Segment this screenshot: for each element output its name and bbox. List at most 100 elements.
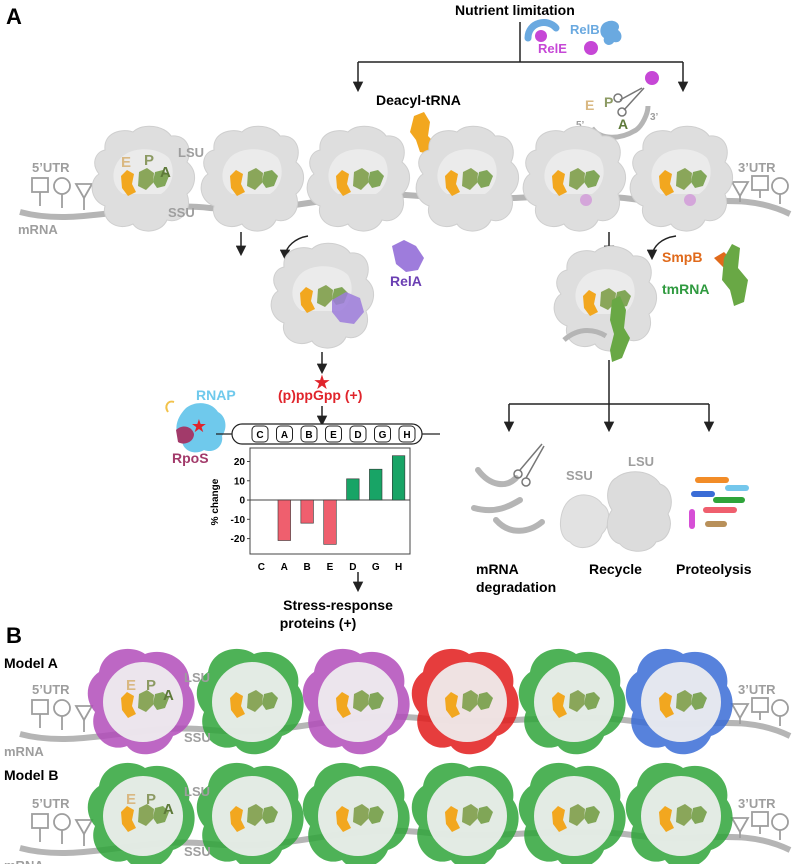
ribosome-1	[87, 648, 195, 755]
x-tick-label-A: A	[281, 562, 288, 573]
utr5-label: 5’UTR	[32, 160, 70, 175]
mrna-label: mRNA	[4, 858, 44, 864]
rnap-label: RNAP	[196, 387, 236, 403]
inset-e-site: E	[585, 97, 594, 113]
utr5-label: 5’UTR	[32, 682, 70, 697]
inset-5prime: 5’	[576, 120, 585, 131]
model-b-label: Model B	[4, 767, 58, 783]
ribosome-6	[625, 648, 733, 755]
mrna-degradation-line2: degradation	[476, 579, 556, 595]
smpb-label: SmpB	[662, 249, 702, 265]
relb-rele-complex-icon	[524, 19, 622, 55]
utr5-label: 5’UTR	[32, 796, 70, 811]
nutrient-limitation-label: Nutrient limitation	[455, 2, 575, 18]
bar-H	[391, 455, 406, 501]
y-tick-label: 10	[234, 476, 246, 487]
ribosome-2	[196, 648, 304, 755]
ribosome-4	[415, 125, 520, 232]
utr3-structures	[730, 811, 789, 840]
ribosome-6	[625, 762, 733, 864]
ribosome-2	[200, 125, 305, 232]
lsu-label: LSU	[178, 145, 204, 160]
ssu-label: SSU	[184, 844, 211, 859]
stress-label-line1: Stress-response	[283, 597, 393, 613]
tmrna-bound-icon	[610, 296, 630, 362]
rele-in-ribosome-6	[684, 194, 696, 206]
tmrna-label: tmRNA	[662, 281, 709, 297]
gene-box-C	[251, 425, 269, 443]
x-tick-label-B: B	[304, 562, 311, 573]
lsu-label: LSU	[184, 670, 210, 685]
ssu-label: SSU	[184, 730, 211, 745]
recycle-lsu-label: LSU	[628, 454, 654, 469]
x-tick-label-G: G	[372, 562, 380, 573]
rela-binding-arrow	[279, 235, 309, 261]
ribosome-4	[411, 762, 519, 864]
ribosome-4	[411, 648, 519, 755]
inset-p-site: P	[604, 94, 613, 110]
utr3-structures	[730, 175, 789, 204]
site-a-label: A	[163, 687, 174, 704]
alarmone-star-icon: ★	[313, 372, 331, 394]
y-tick-label: -10	[231, 515, 246, 526]
ribosome-3	[302, 762, 410, 864]
rela-icon	[392, 240, 424, 272]
stress-label-line2: proteins (+)	[280, 615, 357, 631]
x-tick-label-H: H	[395, 562, 402, 573]
ribosome-3	[302, 648, 410, 755]
mrna-fragments-icon	[471, 467, 545, 534]
peptide-fragments-icon	[689, 477, 749, 529]
ssu-icon	[560, 494, 610, 549]
bar-G	[369, 468, 383, 501]
utr3-label: 3’UTR	[738, 682, 776, 697]
bar-E	[323, 499, 337, 545]
rele-label: RelE	[538, 41, 567, 56]
chart-y-label: % change	[210, 478, 221, 525]
inset-a-site: A	[618, 116, 628, 132]
ribosome-1	[87, 762, 195, 864]
x-tick-label-C: C	[258, 562, 265, 573]
lsu-icon	[606, 471, 672, 552]
model-a-label: Model A	[4, 655, 58, 671]
deacyl-trna-label: Deacyl-tRNA	[376, 92, 461, 108]
site-p-label: P	[144, 152, 154, 169]
ribosome-rela-bound	[270, 242, 375, 349]
gene-label-G: G	[379, 430, 387, 441]
ribosome-5	[518, 762, 626, 864]
x-tick-label-E: E	[327, 562, 334, 573]
bar-B	[300, 499, 314, 524]
relb-label: RelB	[570, 22, 600, 37]
panel-a-letter: A	[6, 4, 22, 29]
gene-box-D	[349, 425, 367, 443]
rpos-label: RpoS	[172, 450, 209, 466]
gene-label-A: A	[281, 430, 288, 441]
y-tick-label: -20	[231, 534, 246, 545]
rnap-rpos-complex-icon: ★	[165, 400, 226, 453]
ribosome-6	[629, 125, 734, 232]
panel-b-letter: B	[6, 623, 22, 648]
tmrna-binding-arrow	[646, 235, 677, 261]
gene-box-B	[300, 425, 318, 443]
scissors-icon	[619, 87, 645, 111]
gene-label-H: H	[403, 430, 410, 441]
utr3-label: 3’UTR	[738, 796, 776, 811]
mrna-label: mRNA	[4, 744, 44, 759]
gene-label-D: D	[354, 430, 361, 441]
ribosome-2	[196, 762, 304, 864]
gene-label-E: E	[330, 430, 337, 441]
gene-box-E	[325, 425, 342, 443]
mrna-degradation-line1: mRNA	[476, 561, 519, 577]
site-e-label: E	[126, 677, 136, 694]
ribosome-3	[306, 125, 411, 232]
site-p-label: P	[146, 677, 156, 694]
ribosome-row-a	[91, 125, 734, 232]
site-a-label: A	[163, 801, 174, 818]
inset-3prime: 3’	[650, 112, 659, 123]
ribosome-5	[522, 125, 627, 232]
gene-box-G	[374, 425, 391, 443]
y-tick-label: 20	[234, 457, 246, 468]
site-p-label: P	[146, 791, 156, 808]
